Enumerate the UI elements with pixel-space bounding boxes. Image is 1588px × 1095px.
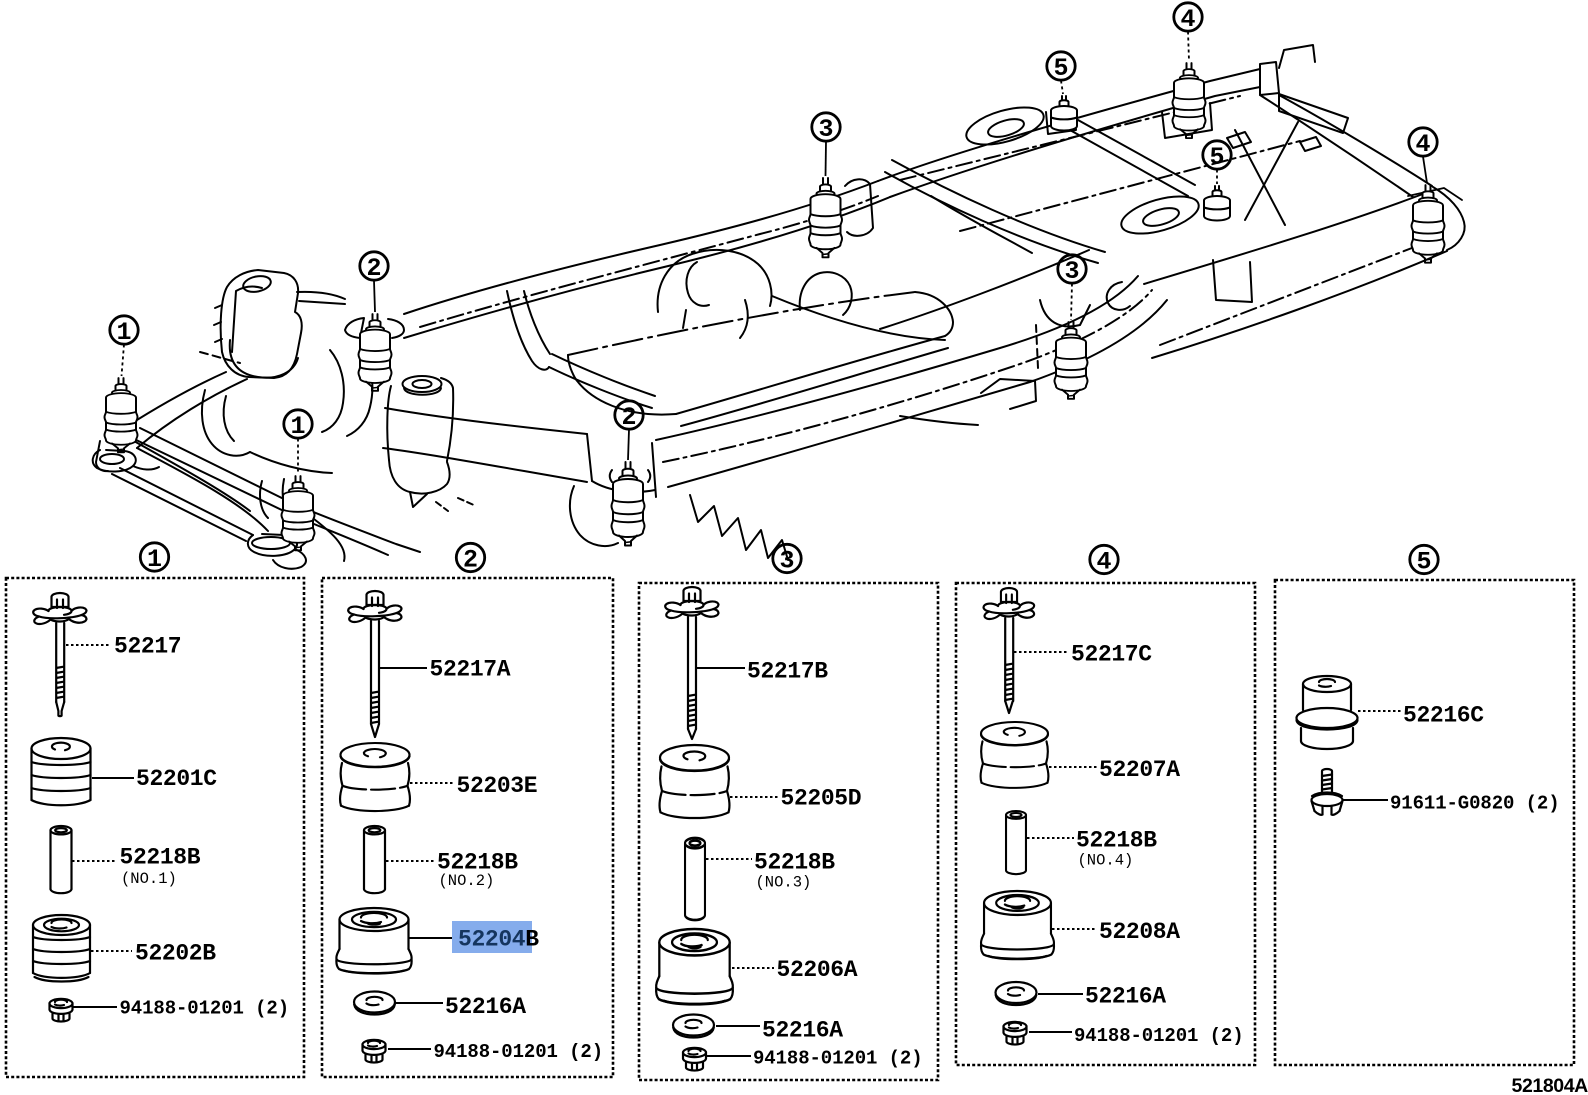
svg-text:5: 5 bbox=[1416, 548, 1431, 577]
svg-text:52217C: 52217C bbox=[1071, 642, 1152, 668]
svg-text:5: 5 bbox=[1209, 143, 1224, 172]
svg-text:52203E: 52203E bbox=[457, 773, 538, 799]
svg-text:(NO.2): (NO.2) bbox=[439, 872, 495, 890]
svg-text:94188-01201 (2): 94188-01201 (2) bbox=[120, 998, 290, 1020]
svg-text:52201C: 52201C bbox=[136, 766, 217, 792]
svg-text:3: 3 bbox=[779, 547, 794, 576]
svg-text:94188-01201 (2): 94188-01201 (2) bbox=[1074, 1025, 1244, 1047]
svg-text:94188-01201 (2): 94188-01201 (2) bbox=[753, 1048, 923, 1070]
svg-text:3: 3 bbox=[1064, 257, 1079, 286]
svg-text:2: 2 bbox=[621, 403, 636, 432]
svg-text:91611-G0820 (2): 91611-G0820 (2) bbox=[1390, 793, 1560, 815]
svg-text:1: 1 bbox=[290, 412, 305, 441]
svg-text:52218B: 52218B bbox=[120, 845, 201, 871]
svg-text:52205D: 52205D bbox=[781, 786, 862, 812]
svg-text:2: 2 bbox=[366, 254, 381, 283]
svg-text:52217A: 52217A bbox=[430, 657, 511, 683]
svg-text:52217: 52217 bbox=[114, 634, 181, 660]
svg-text:5: 5 bbox=[1053, 54, 1068, 83]
svg-text:4: 4 bbox=[1096, 548, 1111, 577]
svg-text:94188-01201 (2): 94188-01201 (2) bbox=[434, 1041, 604, 1063]
svg-text:52217B: 52217B bbox=[747, 659, 828, 685]
svg-text:52204B: 52204B bbox=[458, 927, 539, 953]
svg-text:52216A: 52216A bbox=[445, 994, 526, 1020]
svg-text:52218B: 52218B bbox=[437, 850, 518, 876]
svg-text:52206A: 52206A bbox=[777, 957, 858, 983]
svg-text:52216A: 52216A bbox=[1085, 984, 1166, 1010]
svg-text:52208A: 52208A bbox=[1099, 919, 1180, 945]
svg-text:52202B: 52202B bbox=[135, 941, 216, 967]
svg-text:52216C: 52216C bbox=[1403, 703, 1484, 729]
svg-text:1: 1 bbox=[147, 545, 162, 574]
svg-text:52218B: 52218B bbox=[1076, 828, 1157, 854]
svg-text:(NO.3): (NO.3) bbox=[756, 874, 812, 892]
svg-text:(NO.4): (NO.4) bbox=[1078, 852, 1134, 870]
svg-text:52218B: 52218B bbox=[754, 850, 835, 876]
svg-text:3: 3 bbox=[818, 115, 833, 144]
svg-text:4: 4 bbox=[1180, 5, 1195, 34]
svg-text:(NO.1): (NO.1) bbox=[121, 870, 177, 888]
svg-text:1: 1 bbox=[116, 318, 131, 347]
svg-text:4: 4 bbox=[1415, 130, 1430, 159]
svg-text:521804A: 521804A bbox=[1512, 1075, 1588, 1095]
svg-text:52216A: 52216A bbox=[762, 1018, 843, 1044]
svg-text:52207A: 52207A bbox=[1099, 757, 1180, 783]
svg-text:2: 2 bbox=[463, 546, 478, 575]
